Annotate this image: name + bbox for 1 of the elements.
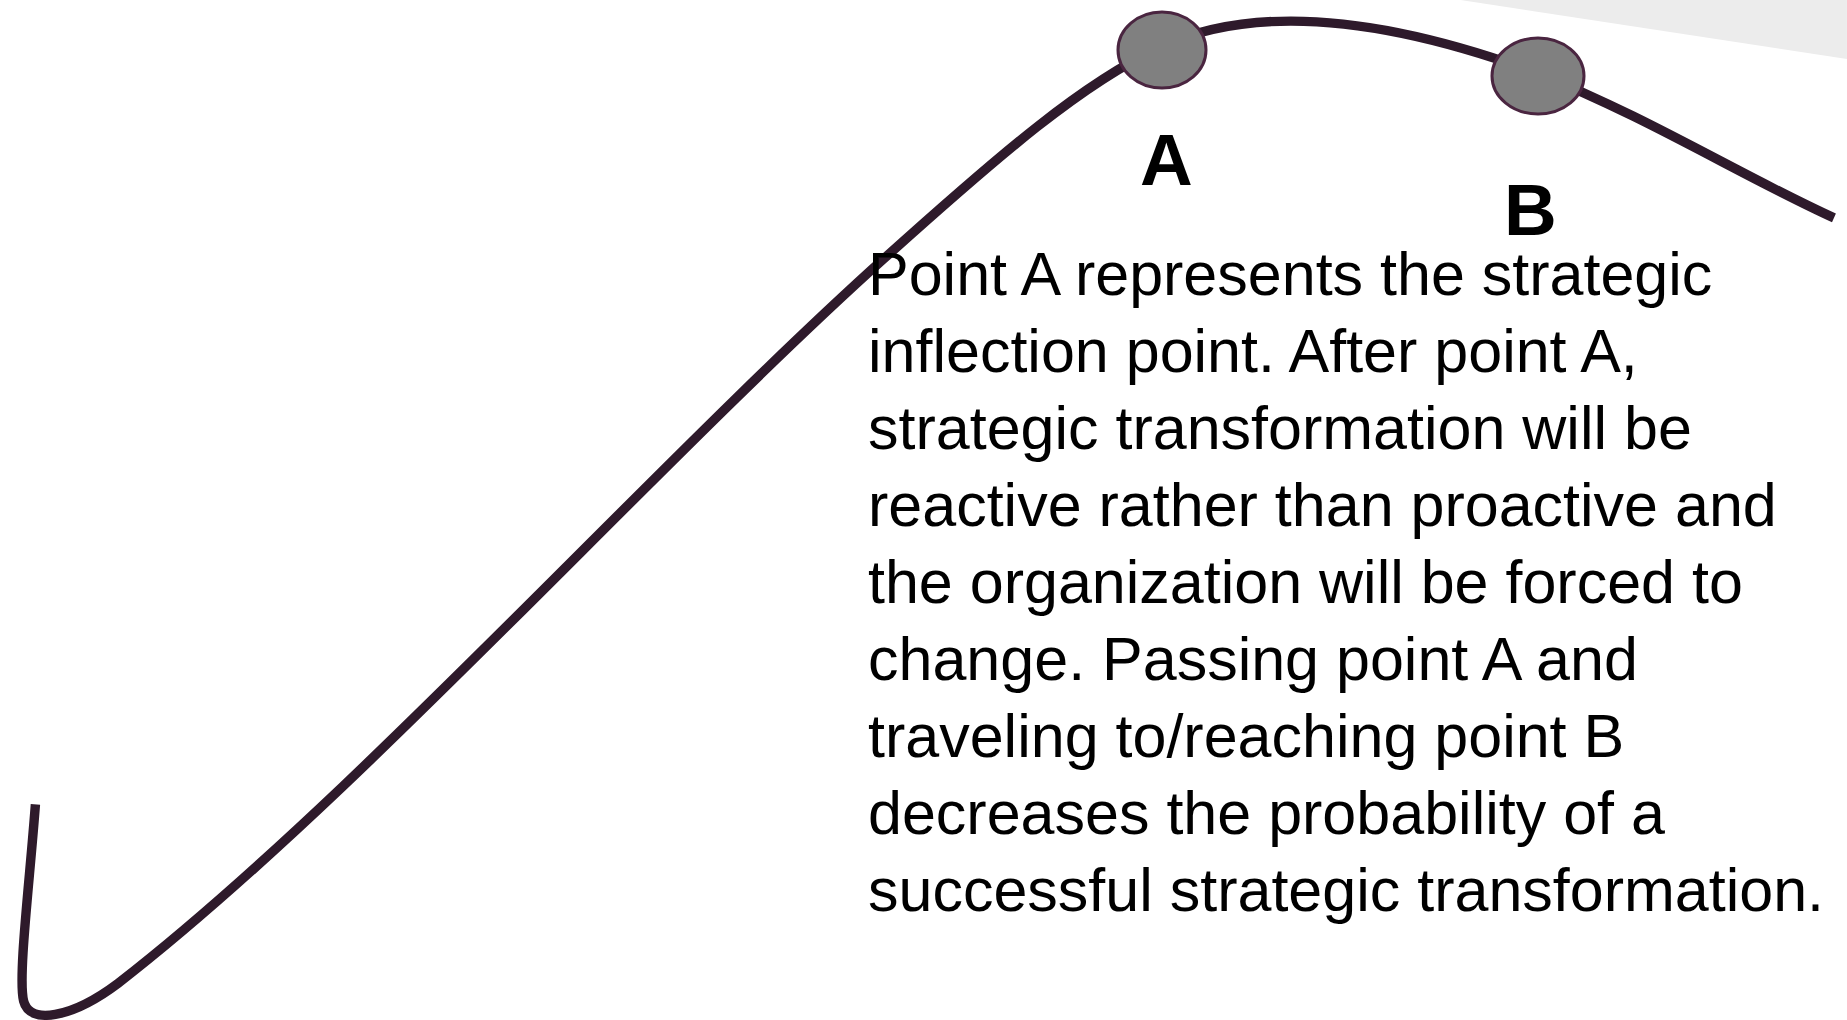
point-label: A xyxy=(1140,120,1193,200)
